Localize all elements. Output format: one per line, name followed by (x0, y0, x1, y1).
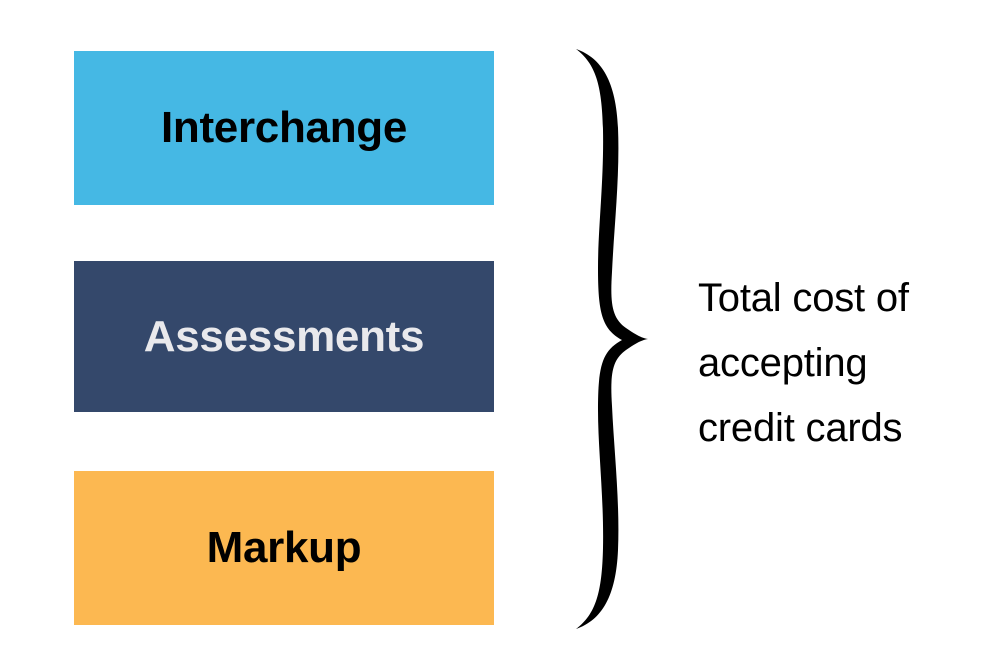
cost-component-markup-label: Markup (206, 523, 362, 572)
cost-component-assessments[interactable]: Assessments (74, 261, 494, 412)
cost-component-interchange[interactable]: Interchange (74, 51, 494, 205)
total-cost-line-1: Total cost of (698, 276, 909, 320)
brace-group (556, 36, 666, 636)
cost-component-interchange-label: Interchange (160, 103, 408, 152)
total-cost-label: Total cost of accepting credit cards (698, 266, 978, 461)
cost-component-assessments-label: Assessments (143, 311, 425, 361)
total-cost-line-2: accepting (698, 341, 868, 385)
total-cost-line-3: credit cards (698, 406, 903, 450)
right-curly-brace-icon (576, 49, 648, 629)
cost-component-markup[interactable]: Markup (74, 471, 494, 625)
